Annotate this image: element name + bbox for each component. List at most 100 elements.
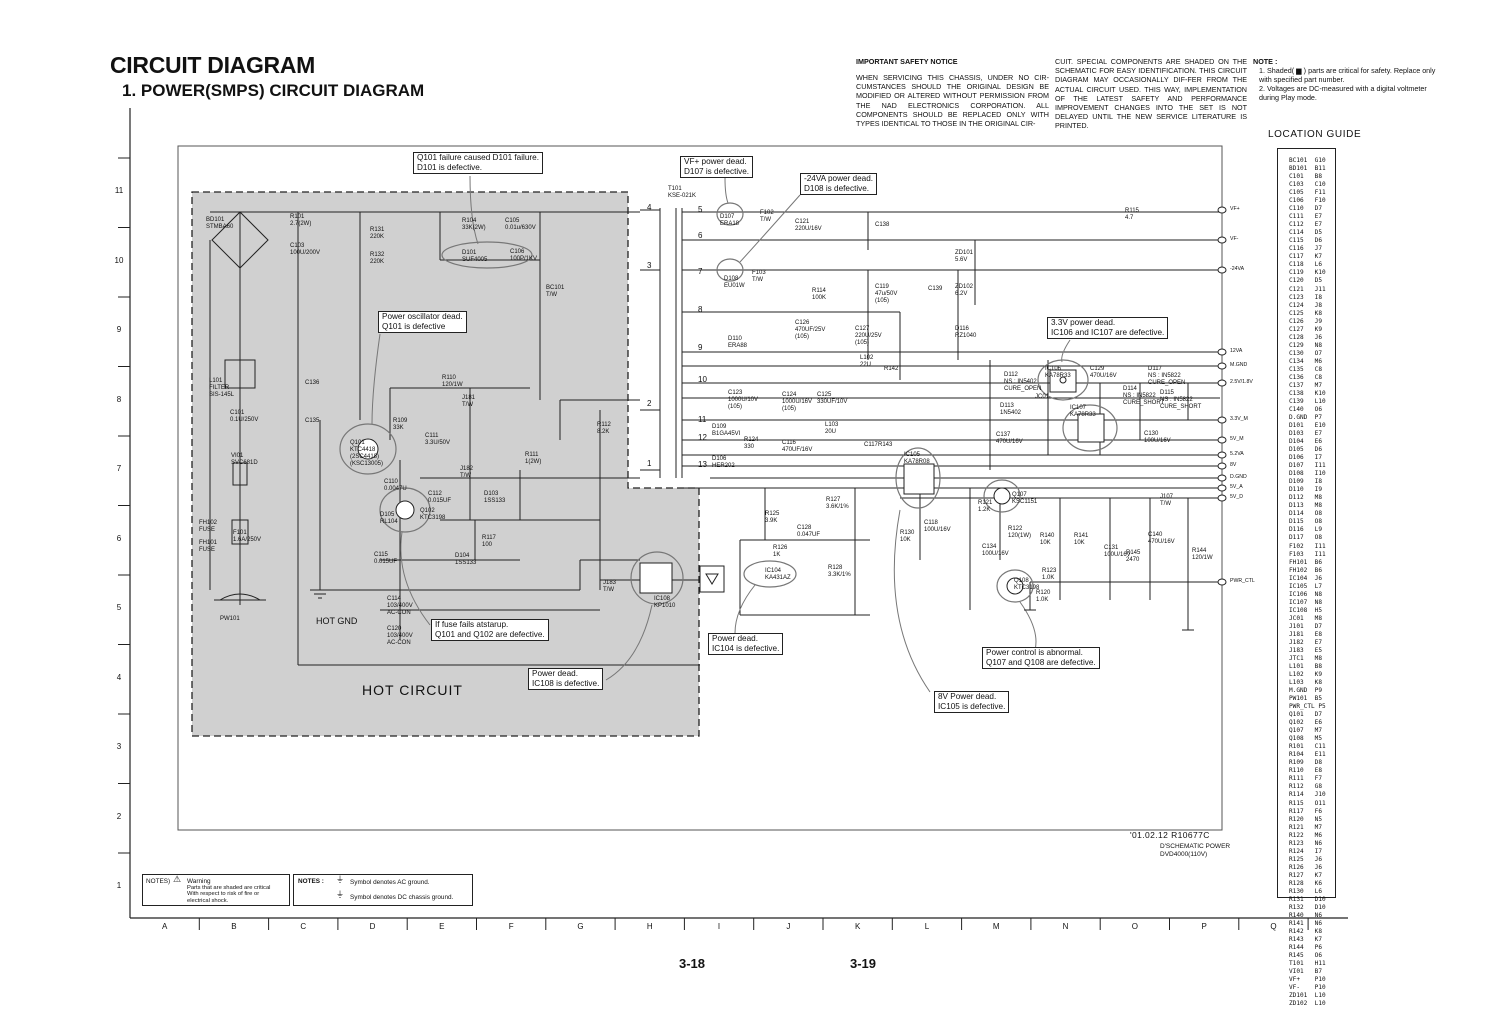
grid-col-label: L bbox=[924, 922, 930, 931]
bd101-label: BD101 STMBA60 bbox=[206, 217, 234, 230]
d112-label: D112 NS : IN5402 CURE_OPEN bbox=[1004, 372, 1042, 392]
pw101-label: PW101 bbox=[220, 616, 240, 622]
location-entry: R132 D10 bbox=[1289, 903, 1326, 911]
q101-label: Q101 KTC4418 (2SC4418) (KSC13005) bbox=[350, 440, 384, 467]
q107-highlight bbox=[983, 479, 1021, 513]
grid-row-label: 3 bbox=[116, 742, 122, 751]
j183-label: J183 T/W bbox=[603, 580, 617, 593]
d108-label: D108 EU01W bbox=[724, 276, 745, 289]
dc-ground-icon: ⏚ bbox=[336, 890, 344, 899]
location-entry: FH101 B6 bbox=[1289, 558, 1323, 566]
grid-row-label: 1 bbox=[116, 881, 122, 890]
notes-right: NOTE : 1. Shaded( ▆ ) parts are critical… bbox=[1253, 57, 1448, 102]
d107-highlight bbox=[716, 202, 744, 226]
warning-title: Warning bbox=[187, 878, 211, 885]
output-terminal bbox=[1217, 236, 1227, 244]
callout-ic108: Power dead. IC108 is defective. bbox=[528, 668, 604, 690]
location-entry: ZD101 L10 bbox=[1289, 992, 1326, 1000]
location-entry: C125 K8 bbox=[1289, 309, 1323, 317]
safety-text-col1: WHEN SERVICING THIS CHASSIS, UNDER NO CI… bbox=[856, 73, 1049, 129]
callout-ic106: 3.3V power dead. IC106 and IC107 are def… bbox=[1047, 317, 1169, 339]
location-entry: C128 J6 bbox=[1289, 333, 1323, 341]
location-entry: R122 M6 bbox=[1289, 831, 1323, 839]
location-entry: C118 L6 bbox=[1289, 261, 1323, 269]
d105-label: D105 RL104 bbox=[380, 512, 398, 525]
location-entry: L101 B8 bbox=[1289, 662, 1323, 670]
location-entry: T101 H11 bbox=[1289, 960, 1326, 968]
output-terminal bbox=[1217, 266, 1227, 274]
transformer-pin-primary: 1 bbox=[647, 459, 652, 468]
hot-circuit-label: HOT CIRCUIT bbox=[362, 682, 463, 698]
grid-row-label: 5 bbox=[116, 603, 122, 612]
location-entry: C140 O6 bbox=[1289, 405, 1323, 413]
location-entry: C115 D6 bbox=[1289, 237, 1323, 245]
location-entry: C137 M7 bbox=[1289, 381, 1323, 389]
location-entry: R112 G8 bbox=[1289, 783, 1323, 791]
location-entry: C110 D7 bbox=[1289, 205, 1323, 213]
output-terminal-label: 5V_D bbox=[1230, 494, 1243, 500]
location-entry: R130 L6 bbox=[1289, 887, 1323, 895]
d110-label: D110 ERA88 bbox=[728, 336, 748, 349]
dc-ground-text: Symbol denotes DC chassis ground. bbox=[350, 894, 454, 901]
c101-label: C101 0.1U/250V bbox=[230, 410, 259, 423]
grid-col-label: B bbox=[231, 922, 237, 931]
location-entry: R145 O6 bbox=[1289, 952, 1323, 960]
output-terminal-label: M.GND bbox=[1230, 362, 1248, 368]
page-number-right: 3-19 bbox=[850, 956, 877, 971]
j107-label: J107 T/W bbox=[1160, 494, 1174, 507]
c140-label: C140 470U/16V bbox=[1148, 532, 1175, 545]
location-entry: D116 L9 bbox=[1289, 526, 1323, 534]
hot-gnd-label: HOT GND bbox=[316, 616, 358, 626]
d116-label: D116 RZ1040 bbox=[955, 326, 977, 339]
c118-label: C118 100U/16V bbox=[924, 520, 951, 533]
callout-ic105: 8V Power dead. IC105 is defective. bbox=[934, 691, 1010, 713]
c128-label: C128 0.047UF bbox=[797, 525, 821, 538]
transformer-pin: 5 bbox=[698, 205, 703, 214]
location-entry: C136 C8 bbox=[1289, 373, 1323, 381]
location-entry: JC01 M8 bbox=[1289, 614, 1323, 622]
c127-label: C127 220U/25V (105) bbox=[855, 326, 882, 346]
grid-col-label: E bbox=[439, 922, 445, 931]
r144-label: R144 120/1W bbox=[1192, 548, 1213, 561]
hot-circuit-region bbox=[191, 191, 700, 737]
output-terminal-label: 5.2VA bbox=[1230, 451, 1244, 457]
location-entry: R104 E11 bbox=[1289, 751, 1326, 759]
location-entry: C130 O7 bbox=[1289, 349, 1323, 357]
location-entry: C121 J11 bbox=[1289, 285, 1326, 293]
location-entry: R115 O11 bbox=[1289, 799, 1326, 807]
transformer-pin: 11 bbox=[698, 415, 707, 424]
grid-col-label: J bbox=[786, 922, 791, 931]
location-entry: PW101 B5 bbox=[1289, 695, 1323, 703]
page-subtitle: 1. POWER(SMPS) CIRCUIT DIAGRAM bbox=[122, 81, 425, 100]
location-entry: C138 K10 bbox=[1289, 389, 1326, 397]
d101-highlight bbox=[441, 241, 533, 269]
grid-row-label: 11 bbox=[114, 186, 124, 195]
ic107-label: IC107 KA78R33 bbox=[1070, 405, 1096, 418]
location-entry: D117 O8 bbox=[1289, 534, 1323, 542]
notes-heading: NOTE : bbox=[1253, 57, 1278, 66]
l103-label: L103 20U bbox=[825, 422, 839, 435]
location-entry: C123 I8 bbox=[1289, 293, 1323, 301]
location-entry: C139 L10 bbox=[1289, 397, 1326, 405]
c105-label: C105 0.01u/630V bbox=[505, 218, 536, 231]
output-terminal bbox=[1217, 474, 1227, 482]
grid-row-label: 10 bbox=[114, 255, 124, 265]
location-entry: R141 N6 bbox=[1289, 919, 1323, 927]
location-entry: R120 N5 bbox=[1289, 815, 1323, 823]
output-terminal-label: 3.3V_M bbox=[1230, 416, 1248, 422]
location-entry: IC105 L7 bbox=[1289, 582, 1323, 590]
location-entry: JTC1 M8 bbox=[1289, 654, 1323, 662]
transformer-pin: 8 bbox=[698, 305, 703, 314]
location-entry: R117 F6 bbox=[1289, 807, 1323, 815]
output-terminal bbox=[1217, 494, 1227, 502]
location-guide-box bbox=[1277, 148, 1336, 898]
output-terminal-label: 2.5V/1.8V bbox=[1230, 379, 1253, 385]
grid-row-label: 2 bbox=[116, 811, 122, 821]
location-entry: D113 M8 bbox=[1289, 502, 1323, 510]
transformer-pin: 12 bbox=[698, 433, 707, 442]
location-entry: R121 M7 bbox=[1289, 823, 1323, 831]
r115-label: R115 4.7 bbox=[1125, 208, 1139, 221]
location-entry: D108 I10 bbox=[1289, 470, 1326, 478]
location-entry: VF+ P10 bbox=[1289, 976, 1326, 984]
